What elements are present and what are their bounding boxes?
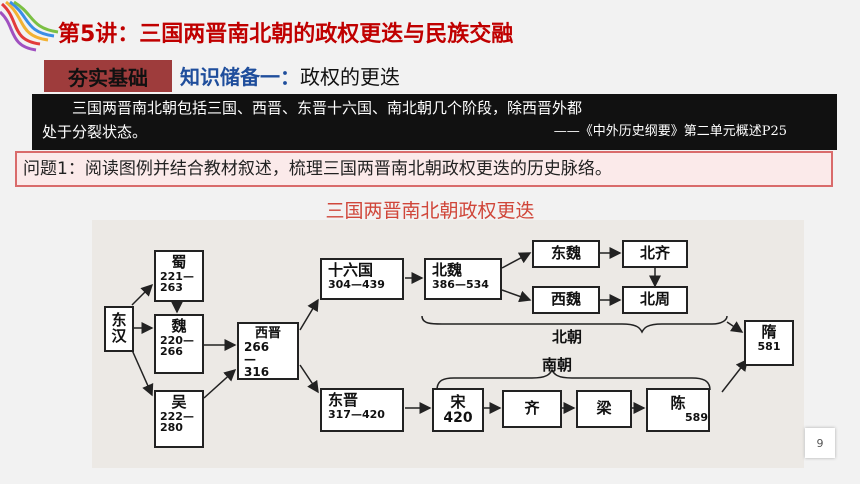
- decorative-ribbon-icon: [0, 0, 59, 52]
- node-wei: 魏 220—266: [154, 314, 204, 374]
- node-shu-years: 221—263: [160, 269, 194, 295]
- node-beizhou: 北周: [622, 286, 688, 314]
- quote-box: 三国两晋南北朝包括三国、西晋、东晋十六国、南北朝几个阶段，除西晋外都 处于分裂状…: [32, 94, 837, 150]
- node-chen: 陈 589: [646, 388, 710, 432]
- diagram-connectors: [131, 247, 748, 414]
- node-chen-name: 陈: [670, 394, 686, 413]
- arrow-donghan-shu: [131, 283, 154, 306]
- node-xijin-years: 266—316: [244, 339, 270, 379]
- regime-succession-diagram: 东汉 蜀 221—263 魏 220—266 吴 222—280 西晋 266—…: [92, 220, 804, 468]
- node-song: 宋 420: [432, 388, 484, 432]
- quote-source: ——《中外历史纲要》第二单元概述P25: [553, 124, 787, 139]
- node-beiwei: 北魏 386—534: [424, 258, 502, 300]
- node-wei-years: 220—266: [160, 333, 194, 359]
- label-north-dynasties: 北朝: [552, 328, 583, 346]
- node-donghan: 东汉: [104, 306, 134, 352]
- node-sui-name: 隋: [761, 323, 777, 341]
- node-dongjin-name: 东晋: [328, 391, 359, 409]
- node-xiwei-name: 西魏: [550, 290, 581, 309]
- arrow-xijin-shiliuguo: [299, 298, 319, 331]
- section-subtitle: 知识储备一：政权的更迭: [180, 61, 400, 90]
- node-donghan-name: 东汉: [111, 311, 127, 345]
- subtitle-text: 政权的更迭: [300, 65, 400, 89]
- node-wu-name: 吴: [171, 393, 187, 411]
- node-xijin-name: 西晋: [254, 326, 281, 341]
- node-beiqi: 北齐: [622, 240, 688, 268]
- node-wu-years: 222—280: [160, 409, 194, 435]
- arrow-beiwei-dongwei: [501, 252, 532, 269]
- node-dongwei-name: 东魏: [550, 244, 581, 263]
- node-liang: 梁: [576, 390, 632, 428]
- node-wei-name: 魏: [171, 317, 187, 335]
- subtitle-prefix: 知识储备一：: [180, 65, 300, 89]
- node-sui-years: 581: [757, 339, 781, 353]
- page-number: 9: [805, 428, 835, 458]
- label-south-dynasties: 南朝: [542, 356, 573, 374]
- node-song-years: 420: [443, 409, 473, 426]
- question-box: 问题1：阅读图例并结合教材叙述，梳理三国两晋南北朝政权更迭的历史脉络。: [15, 151, 833, 187]
- node-qi: 齐: [502, 390, 562, 428]
- quote-line-2: 处于分裂状态。: [42, 123, 148, 141]
- quote-line-1: 三国两晋南北朝包括三国、西晋、东晋十六国、南北朝几个阶段，除西晋外都: [72, 99, 583, 117]
- node-shu-name: 蜀: [171, 253, 187, 271]
- arrow-donghan-wu: [131, 349, 154, 397]
- arrow-wu-xijin: [203, 368, 237, 399]
- node-shiliuguo: 十六国 304—439: [320, 258, 404, 300]
- node-beizhou-name: 北周: [639, 290, 670, 309]
- node-qi-name: 齐: [524, 399, 540, 418]
- arrow-beiwei-xiwei: [501, 289, 532, 303]
- diagram-caption: 三国两晋南北朝政权更迭: [325, 200, 535, 222]
- node-xijin: 西晋 266—316: [237, 322, 299, 380]
- node-beiwei-years: 386—534: [432, 277, 489, 291]
- node-shu: 蜀 221—263: [154, 250, 204, 302]
- node-xiwei: 西魏: [532, 286, 600, 314]
- node-dongjin-years: 317—420: [328, 407, 385, 421]
- page-title: 第5讲：三国两晋南北朝的政权更迭与民族交融: [58, 22, 514, 47]
- node-beiqi-name: 北齐: [639, 244, 670, 263]
- arrow-xijin-dongjin: [299, 364, 319, 394]
- arrow-north-sui: [726, 321, 744, 333]
- south-brace: [436, 368, 711, 391]
- node-liang-name: 梁: [596, 399, 612, 418]
- node-sui: 隋 581: [744, 320, 794, 366]
- node-dongwei: 东魏: [532, 240, 600, 268]
- north-brace: [421, 315, 728, 334]
- arrow-south-sui: [721, 358, 748, 393]
- node-beiwei-name: 北魏: [432, 261, 463, 279]
- node-shiliuguo-years: 304—439: [328, 277, 385, 291]
- section-badge: 夯实基础: [44, 60, 172, 92]
- node-wu: 吴 222—280: [154, 390, 204, 448]
- node-shiliuguo-name: 十六国: [328, 261, 374, 279]
- node-dongjin: 东晋 317—420: [320, 388, 404, 432]
- node-chen-years: 589: [685, 411, 708, 425]
- node-song-name: 宋: [450, 392, 466, 411]
